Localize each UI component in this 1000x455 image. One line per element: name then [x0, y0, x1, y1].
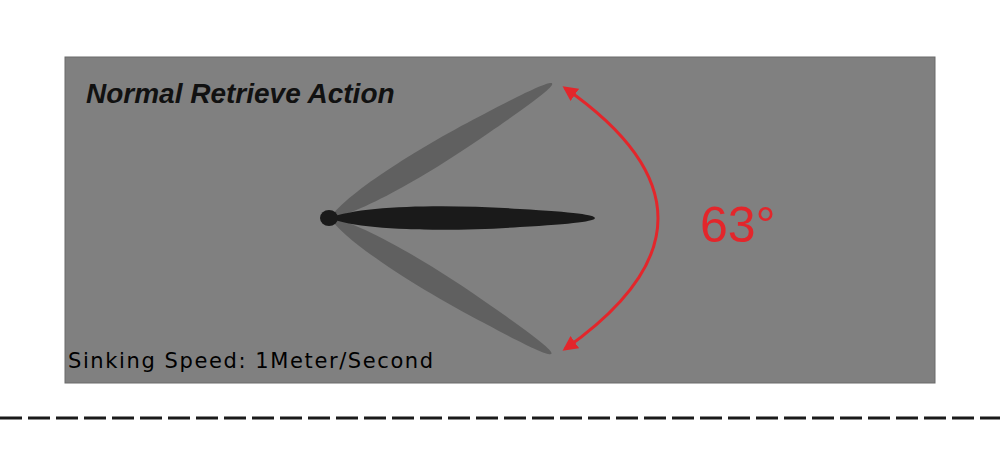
diagram-title: Normal Retrieve Action: [86, 78, 395, 110]
lure-lower: [324, 208, 558, 364]
lure-center: [320, 206, 595, 230]
angle-arc: [565, 88, 658, 349]
background-panel: [65, 57, 935, 383]
angle-value: 63°: [700, 196, 776, 254]
sinking-speed-note: Sinking Speed: 1Meter/Second: [68, 349, 435, 373]
dashed-divider: [0, 417, 1000, 420]
